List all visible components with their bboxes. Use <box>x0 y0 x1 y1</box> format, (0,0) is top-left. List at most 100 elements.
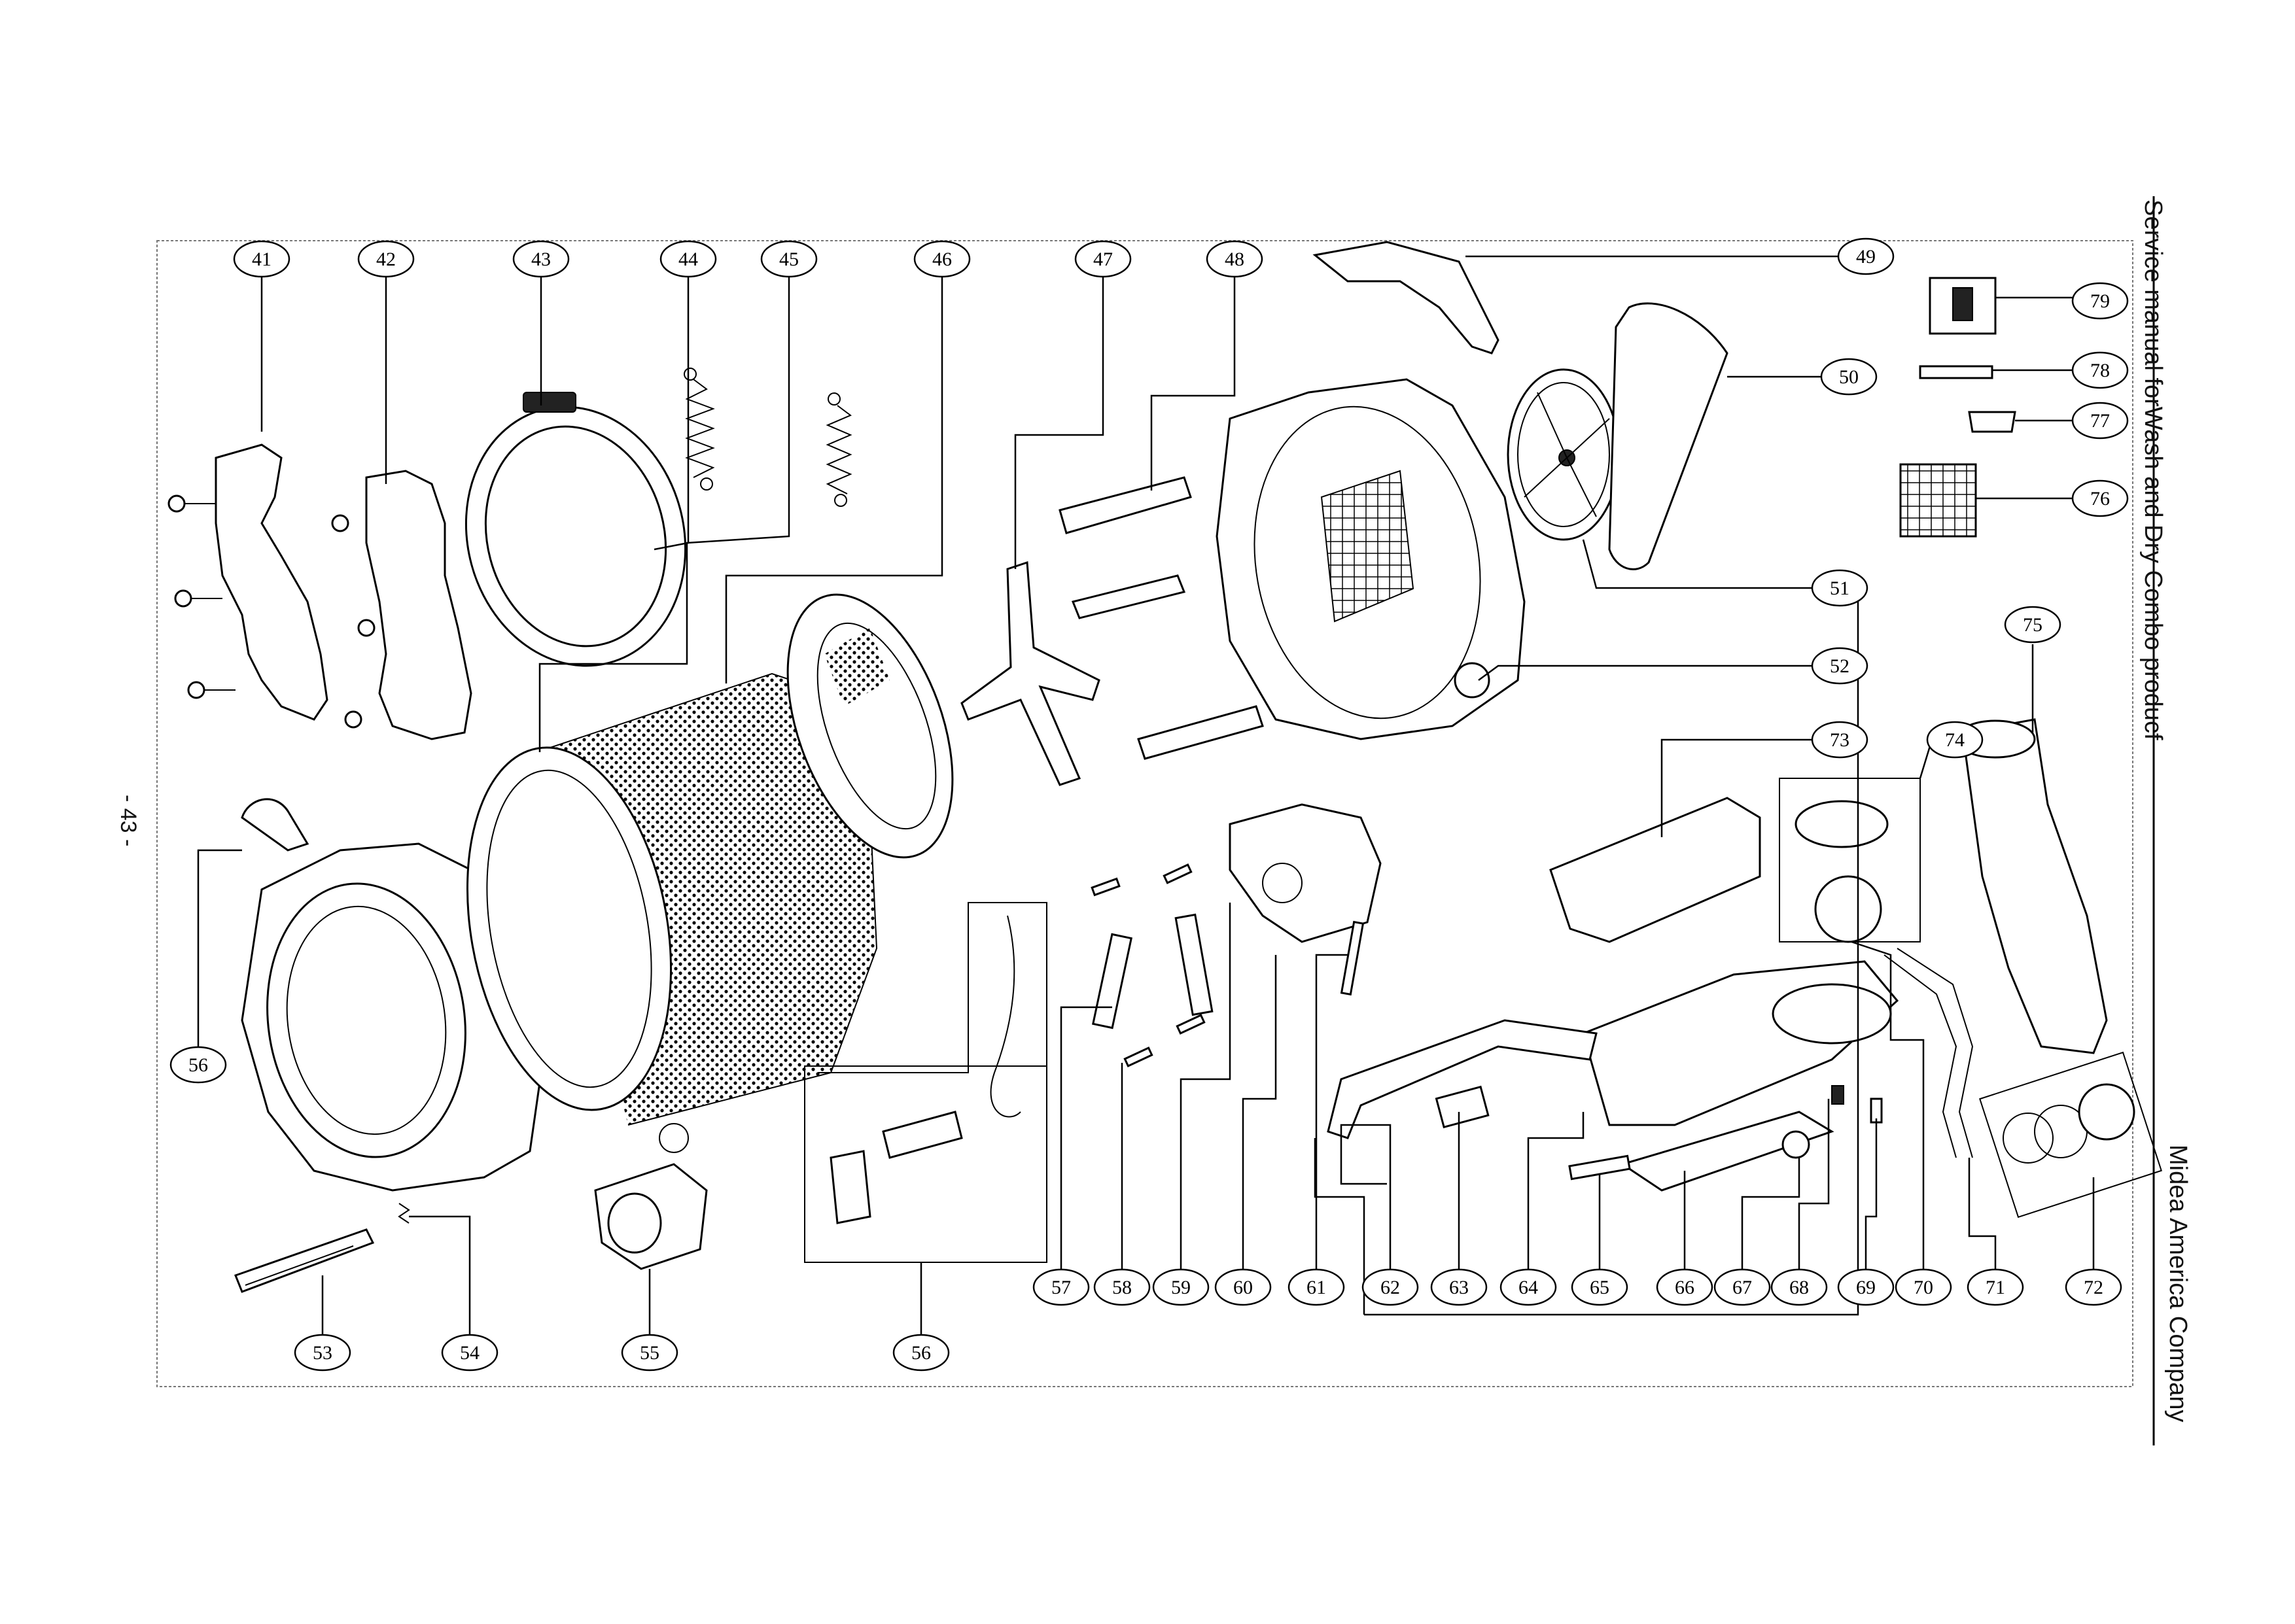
part-48-lifters <box>1059 476 1264 760</box>
part-79-connector <box>1929 277 1997 335</box>
callout-72: 72 <box>2065 1268 2122 1306</box>
callout-label: 72 <box>2084 1277 2103 1298</box>
company-name: Midea America Company <box>2164 1145 2192 1423</box>
callout-65: 65 <box>1571 1268 1628 1306</box>
callout-61: 61 <box>1288 1268 1345 1306</box>
part-64-condenser <box>1582 960 1899 1126</box>
callout-43: 43 <box>512 240 570 278</box>
callout-46: 46 <box>913 240 971 278</box>
part-76-filter <box>1899 463 1977 538</box>
part-71-hose <box>1883 948 1974 1158</box>
part-50-belt <box>1608 302 1728 570</box>
part-59-damper <box>1163 863 1214 1035</box>
callout-73: 73 <box>1811 721 1868 759</box>
part-65-strip <box>1568 1154 1631 1181</box>
part-56-front-tub <box>241 798 544 1192</box>
callout-58: 58 <box>1093 1268 1151 1306</box>
callout-label: 78 <box>2090 360 2110 381</box>
callout-48: 48 <box>1206 240 1263 278</box>
callout-64: 64 <box>1499 1268 1557 1306</box>
callout-45: 45 <box>760 240 818 278</box>
callout-label: 51 <box>1830 578 1849 599</box>
callout-78: 78 <box>2071 351 2129 389</box>
callout-label: 43 <box>531 249 551 270</box>
callout-49: 49 <box>1837 237 1895 275</box>
callout-label: 74 <box>1945 729 1965 751</box>
callout-label: 73 <box>1830 729 1849 751</box>
callout-label: 62 <box>1380 1277 1400 1298</box>
callout-69: 69 <box>1837 1268 1895 1306</box>
callout-label: 42 <box>376 249 396 270</box>
callout-label: 47 <box>1093 249 1113 270</box>
part-73-duct <box>1549 797 1761 943</box>
callout-label: 54 <box>460 1342 480 1364</box>
callout-label: 58 <box>1112 1277 1132 1298</box>
part-51-pulley <box>1507 368 1621 541</box>
callout-53: 53 <box>294 1334 351 1372</box>
callout-label: 53 <box>313 1342 332 1364</box>
part-68-sensor <box>1831 1085 1844 1105</box>
part-54-clip <box>398 1203 410 1224</box>
callout-label: 70 <box>1914 1277 1933 1298</box>
part-58-bolt <box>1123 1046 1153 1067</box>
diagram-frame <box>156 240 2133 1387</box>
callout-label: 55 <box>640 1342 659 1364</box>
part-62-hose <box>1327 1019 1598 1139</box>
callout-42: 42 <box>357 240 415 278</box>
callout-55: 55 <box>621 1334 678 1372</box>
part-72-clamps <box>1979 1051 2162 1218</box>
callout-bubbles: 41 42 43 44 45 46 47 48 49 50 51 52 53 54 55 56 56 57 58 59… <box>169 237 2129 1372</box>
callout-label: 56 <box>188 1054 208 1076</box>
leader-lines <box>197 255 2095 1353</box>
part-46-drum-back <box>786 593 954 859</box>
callout-label: 75 <box>2023 614 2042 636</box>
callout-41: 41 <box>233 240 290 278</box>
callout-label: 66 <box>1675 1277 1694 1298</box>
part-55-pump <box>594 1123 708 1270</box>
callout-label: 67 <box>1732 1277 1752 1298</box>
part-77-clip <box>1968 411 2016 433</box>
callout-label: 79 <box>2090 290 2110 312</box>
callout-label: 69 <box>1856 1277 1876 1298</box>
callout-label: 41 <box>252 249 272 270</box>
part-44-spring <box>684 368 715 491</box>
callout-59: 59 <box>1152 1268 1210 1306</box>
part-52-rear-tub <box>1216 378 1526 740</box>
callout-71: 71 <box>1967 1268 2024 1306</box>
part-74-heater <box>1779 778 1921 943</box>
part-78-clip <box>1919 365 1993 379</box>
callout-66: 66 <box>1656 1268 1713 1306</box>
part-63-board <box>1435 1085 1490 1129</box>
page-number: - 43 - <box>116 795 141 847</box>
part-47-spider <box>960 561 1100 786</box>
callout-60: 60 <box>1214 1268 1272 1306</box>
callout-67: 67 <box>1713 1268 1771 1306</box>
callout-label: 46 <box>932 249 952 270</box>
callout-57: 57 <box>1032 1268 1090 1306</box>
callout-label: 60 <box>1233 1277 1253 1298</box>
part-66-cover <box>1620 1111 1834 1192</box>
callout-51: 51 <box>1811 569 1868 607</box>
callout-label: 61 <box>1306 1277 1326 1298</box>
callout-label: 57 <box>1051 1277 1071 1298</box>
callout-label: 68 <box>1789 1277 1809 1298</box>
part-42-bracket <box>331 470 472 740</box>
callout-75: 75 <box>2004 606 2061 644</box>
part-45-spring <box>826 392 852 507</box>
callout-74: 74 <box>1926 721 1984 759</box>
callout-56: 56 <box>892 1334 950 1372</box>
part-75-duct <box>1955 718 2108 1054</box>
callout-label: 64 <box>1518 1277 1538 1298</box>
callout-label: 59 <box>1171 1277 1191 1298</box>
part-49-bracket <box>1312 241 1499 354</box>
callout-label: 52 <box>1830 655 1849 677</box>
callout-77: 77 <box>2071 402 2129 440</box>
callout-label: 65 <box>1590 1277 1609 1298</box>
part-56-drain-assembly <box>804 902 1047 1263</box>
callout-44: 44 <box>659 240 717 278</box>
callout-62: 62 <box>1361 1268 1419 1306</box>
callout-label: 50 <box>1839 366 1859 388</box>
callout-label: 71 <box>1986 1277 2005 1298</box>
callout-label: 56 <box>911 1342 931 1364</box>
callout-68: 68 <box>1770 1268 1828 1306</box>
